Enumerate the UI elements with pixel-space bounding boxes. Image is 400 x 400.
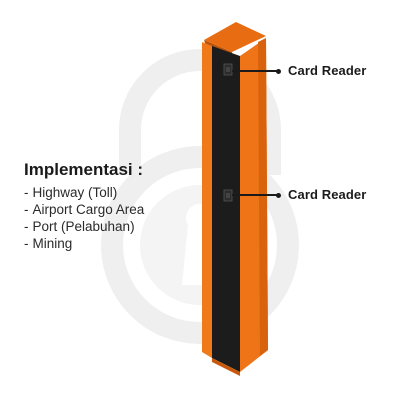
- callout-line-lower: [232, 194, 277, 196]
- list-item: -Airport Cargo Area: [24, 202, 145, 217]
- implementation-list: -Highway (Toll) -Airport Cargo Area -Por…: [24, 184, 194, 252]
- callout-label-lower: Card Reader: [288, 187, 367, 202]
- callout-line-upper: [232, 70, 277, 72]
- list-item: -Mining: [24, 236, 73, 251]
- callout-dot-upper: [276, 68, 281, 74]
- pillar-top-cap: [204, 22, 266, 52]
- implementation-title: Implementasi :: [24, 160, 144, 179]
- list-item: -Highway (Toll): [24, 185, 118, 200]
- pillar-left-edge: [202, 42, 212, 358]
- callout-dot-lower: [276, 192, 281, 198]
- list-item: -Port (Pelabuhan): [24, 219, 135, 234]
- callout-label-upper: Card Reader: [288, 63, 367, 78]
- implementation-block: Implementasi : -Highway (Toll) -Airport …: [24, 160, 194, 252]
- pillar-front-panel: [212, 46, 240, 372]
